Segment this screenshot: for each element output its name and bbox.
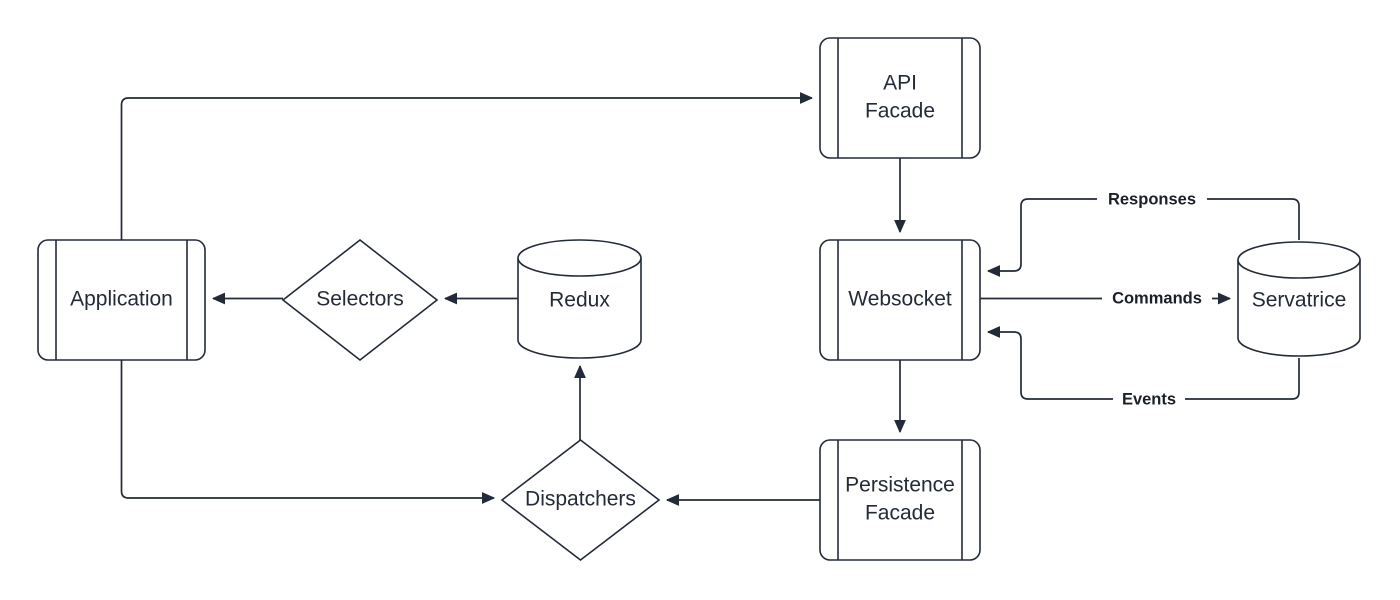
node-websocket[interactable]: Websocket: [819, 239, 981, 361]
edge-label-commands: Commands: [1102, 288, 1212, 310]
node-application-label: Application: [70, 288, 173, 311]
node-application[interactable]: Application: [37, 239, 206, 361]
edge-application-to-dispatchers[interactable]: [120, 360, 495, 498]
node-selectors-label: Selectors: [316, 288, 404, 311]
edge-label-responses-text: Responses: [1108, 190, 1196, 208]
edge-label-responses: Responses: [1097, 188, 1207, 210]
node-dispatchers[interactable]: Dispatchers: [500, 438, 661, 562]
node-persistence-facade-label-line1: Persistence: [845, 474, 955, 497]
node-redux[interactable]: Redux: [517, 239, 642, 359]
node-redux-label: Redux: [549, 289, 610, 312]
edge-application-to-api-facade[interactable]: [120, 98, 813, 240]
node-websocket-label: Websocket: [848, 288, 952, 311]
node-persistence-facade-label-line2: Facade: [865, 502, 935, 525]
node-selectors[interactable]: Selectors: [281, 238, 439, 362]
node-persistence-facade[interactable]: Persistence Facade: [819, 439, 981, 561]
node-dispatchers-label: Dispatchers: [525, 488, 636, 511]
edge-servatrice-to-websocket-events[interactable]: [988, 332, 1300, 400]
node-servatrice[interactable]: Servatrice: [1237, 241, 1361, 357]
node-api-facade-label-line1: API: [883, 72, 917, 95]
node-api-facade[interactable]: API Facade: [819, 37, 981, 159]
edge-servatrice-to-websocket-responses[interactable]: [988, 198, 1300, 271]
node-api-facade-label-line2: Facade: [865, 100, 935, 123]
edge-label-events-text: Events: [1122, 390, 1176, 408]
edge-label-commands-text: Commands: [1112, 289, 1202, 307]
node-servatrice-label: Servatrice: [1252, 289, 1347, 312]
edge-label-events: Events: [1113, 389, 1185, 411]
